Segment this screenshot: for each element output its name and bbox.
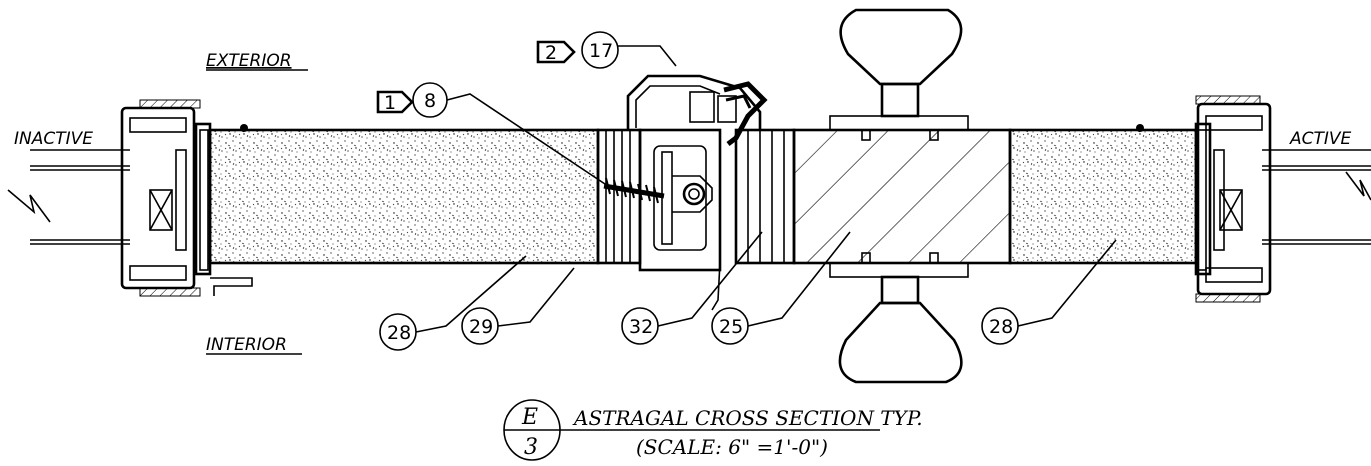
left-foam-core bbox=[208, 128, 600, 265]
svg-text:28: 28 bbox=[989, 316, 1013, 338]
svg-text:17: 17 bbox=[589, 40, 613, 62]
tag-2: 2 bbox=[536, 40, 576, 64]
exterior-label: EXTERIOR bbox=[206, 51, 292, 71]
astragal-assembly bbox=[603, 74, 768, 311]
callout-25: 25 bbox=[711, 231, 851, 345]
svg-text:1: 1 bbox=[384, 92, 396, 114]
callout-8: 8 bbox=[412, 82, 609, 187]
lever-handle-exterior bbox=[839, 8, 963, 118]
svg-text:8: 8 bbox=[424, 90, 436, 112]
lever-handle-interior bbox=[838, 275, 963, 384]
callout-17: 17 bbox=[581, 31, 677, 69]
svg-text:25: 25 bbox=[719, 316, 743, 338]
right-foam-core bbox=[1008, 128, 1198, 265]
callout-28-left: 28 bbox=[379, 255, 527, 351]
svg-text:32: 32 bbox=[629, 316, 653, 338]
interior-label: INTERIOR bbox=[206, 335, 287, 355]
lock-block bbox=[792, 128, 1012, 265]
svg-text:29: 29 bbox=[469, 316, 493, 338]
detail-letter: E bbox=[521, 405, 538, 430]
detail-title: E 3 ASTRAGAL CROSS SECTION TYP. (SCALE: … bbox=[503, 399, 923, 461]
svg-text:2: 2 bbox=[545, 42, 557, 64]
left-edge-block bbox=[596, 128, 642, 265]
callout-28-right: 28 bbox=[981, 239, 1117, 345]
screw bbox=[603, 177, 665, 204]
svg-text:28: 28 bbox=[387, 322, 411, 344]
left-frame bbox=[7, 99, 253, 297]
title-line-2: (SCALE: 6" =1'-0") bbox=[636, 435, 828, 459]
sheet-number: 3 bbox=[524, 435, 538, 460]
active-label: ACTIVE bbox=[1289, 129, 1352, 149]
inactive-label: INACTIVE bbox=[14, 129, 93, 149]
tag-1: 1 bbox=[376, 90, 414, 114]
right-edge-block bbox=[734, 128, 796, 265]
callout-29: 29 bbox=[461, 267, 575, 345]
callout-32: 32 bbox=[621, 231, 763, 345]
right-frame bbox=[1194, 95, 1371, 303]
title-line-1: ASTRAGAL CROSS SECTION TYP. bbox=[572, 406, 923, 430]
